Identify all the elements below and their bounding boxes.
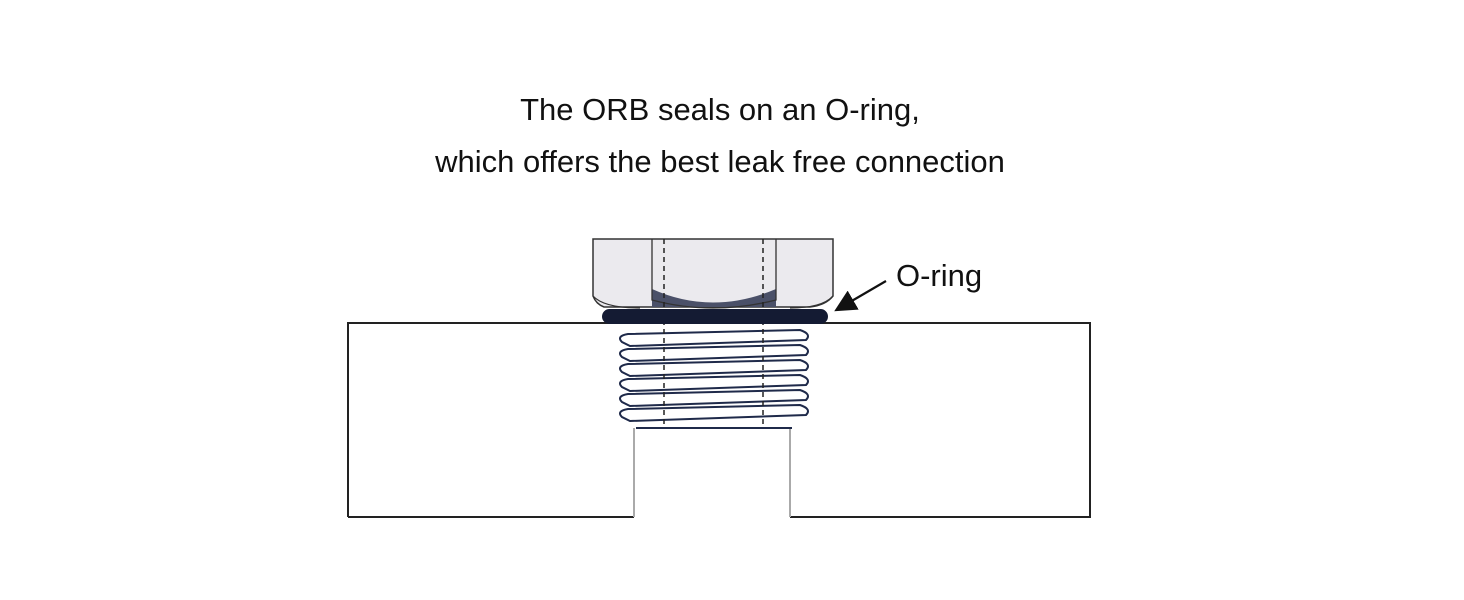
title-line-2: which offers the best leak free connecti…	[435, 144, 1005, 179]
o-ring-seal	[602, 309, 828, 324]
thread-crest	[619, 403, 809, 423]
callout-arrow	[834, 280, 887, 312]
thread-crest	[619, 358, 809, 378]
hex-head	[592, 238, 834, 309]
thread-crest	[619, 328, 809, 348]
port-block	[347, 322, 1091, 518]
diagram-title: The ORB seals on an O-ring, which offers…	[0, 84, 1440, 188]
inner-bore-dashed-lines	[663, 239, 764, 428]
title-line-1: The ORB seals on an O-ring,	[520, 92, 920, 127]
thread-crest	[619, 388, 809, 408]
thread-crest	[619, 343, 809, 363]
threaded-section	[619, 324, 809, 429]
thread-crest	[619, 373, 809, 393]
o-ring-label: O-ring	[896, 258, 982, 293]
